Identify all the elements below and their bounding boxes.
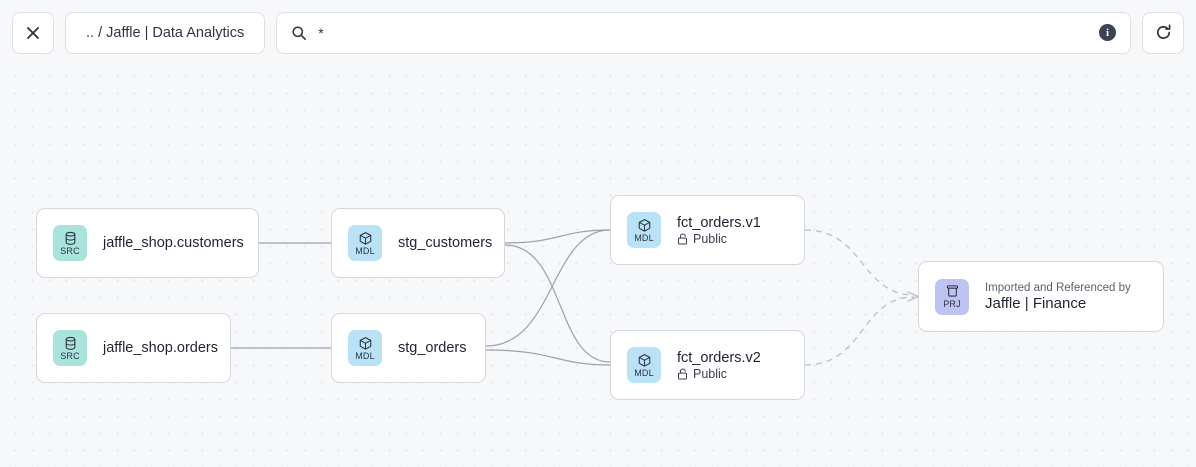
cube-icon [359,231,371,245]
breadcrumb-label: .. / Jaffle | Data Analytics [86,24,245,41]
cube-icon [638,353,650,367]
database-icon [65,231,75,245]
badge-label: PRJ [943,299,961,309]
cube-icon [638,218,650,232]
node-mdl-stg-customers[interactable]: MDL stg_customers [331,208,505,278]
refresh-button[interactable] [1142,11,1184,54]
node-access: Public [677,232,761,246]
badge-mdl: MDL [348,225,382,261]
badge-src: SRC [53,225,87,261]
node-kicker: Imported and Referenced by [985,281,1131,294]
refresh-icon [1156,24,1170,39]
badge-label: SRC [60,245,80,256]
node-body: stg_customers [398,235,493,251]
node-access-label: Public [693,366,728,381]
search-input[interactable]: * [318,24,325,41]
breadcrumb[interactable]: .. / Jaffle | Data Analytics [65,11,266,54]
node-access-label: Public [693,231,728,246]
node-title: fct_orders.v2 [677,349,761,366]
badge-label: MDL [634,232,654,243]
badge-label: MDL [355,350,375,361]
close-icon [27,26,39,39]
badge-label: MDL [355,245,375,256]
lineage-canvas[interactable]: SRC jaffle_shop.customers SRC jaffle_sho… [0,65,1196,467]
node-src-jaffle-shop-orders[interactable]: SRC jaffle_shop.orders [36,313,231,383]
node-title: stg_orders [398,340,467,356]
node-body: Imported and Referenced by Jaffle | Fina… [985,282,1131,312]
node-title: fct_orders.v1 [677,214,761,231]
node-title: Jaffle | Finance [985,294,1087,312]
toolbar: .. / Jaffle | Data Analytics * i [0,0,1196,65]
edge-stg-customers-fct-v1 [504,229,611,244]
badge-src: SRC [53,330,87,366]
badge-mdl: MDL [627,212,661,248]
node-prj-jaffle-finance[interactable]: PRJ Imported and Referenced by Jaffle | … [918,261,1164,332]
node-mdl-fct-orders-v2[interactable]: MDL fct_orders.v2 Public [610,330,805,400]
node-body: jaffle_shop.customers [103,235,244,251]
badge-label: SRC [60,350,80,361]
node-body: jaffle_shop.orders [103,340,219,356]
node-body: fct_orders.v1 Public [677,215,761,246]
unlocked-padlock-icon [677,232,688,245]
node-access: Public [677,367,761,381]
edge-stg-customers-fct-v2 [504,244,611,363]
search-icon [292,25,307,40]
node-title: jaffle_shop.customers [103,235,244,251]
cube-icon [359,336,371,350]
node-src-jaffle-shop-customers[interactable]: SRC jaffle_shop.customers [36,208,259,278]
node-title: jaffle_shop.orders [103,340,219,356]
edge-fct-v1-project [804,229,915,296]
node-title: stg_customers [398,235,493,251]
edge-stg-orders-fct-v1 [485,229,611,347]
project-icon [946,285,958,297]
search-field[interactable]: * i [276,11,1131,54]
node-body: fct_orders.v2 Public [677,350,761,381]
info-icon[interactable]: i [1099,24,1116,41]
node-mdl-fct-orders-v1[interactable]: MDL fct_orders.v1 Public [610,195,805,265]
database-icon [65,336,75,350]
unlocked-padlock-icon [677,367,688,380]
edge-fct-v2-project [804,296,915,366]
close-button[interactable] [12,11,54,54]
badge-prj: PRJ [935,278,969,315]
badge-mdl: MDL [627,347,661,383]
node-mdl-stg-orders[interactable]: MDL stg_orders [331,313,486,383]
node-body: stg_orders [398,340,467,356]
edge-stg-orders-fct-v2 [485,349,611,366]
edge-layer [231,229,919,366]
badge-mdl: MDL [348,330,382,366]
badge-label: MDL [634,367,654,378]
